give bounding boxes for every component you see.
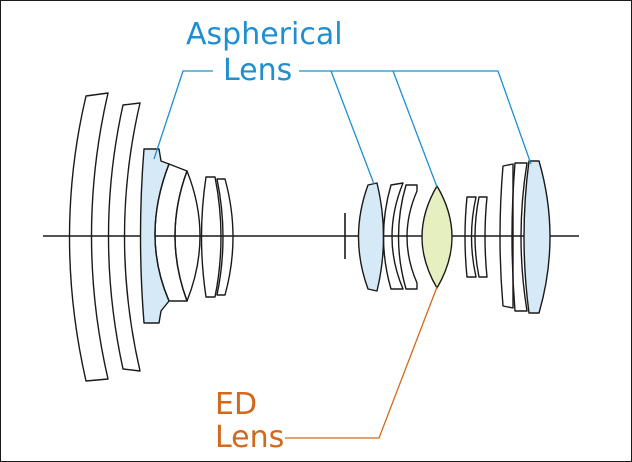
front-thin-element-2 (216, 178, 234, 296)
front-meniscus-element-1 (68, 92, 109, 382)
aspherical-label-line2: Lens (223, 53, 293, 88)
ed-leader (285, 286, 438, 439)
aspherical-leader-ed-position (392, 70, 438, 188)
rear-aspherical-element (523, 160, 551, 314)
ed-element (421, 185, 453, 289)
ed-label-line1: ED (215, 387, 258, 422)
aspherical-leader-middle (330, 70, 375, 185)
aspherical-leader-rear (299, 70, 532, 165)
middle-meniscus-element-2 (397, 184, 418, 290)
middle-aspherical-element (357, 182, 385, 292)
middle-meniscus-element-1 (382, 182, 404, 290)
rear-small-element-2 (474, 196, 488, 278)
front-thin-element-1 (200, 176, 222, 298)
rear-small-element-1 (464, 196, 477, 278)
front-biconvex-element (174, 170, 201, 302)
rear-element-2 (511, 162, 528, 312)
front-meniscus-element-2 (107, 102, 141, 372)
aspherical-label-line1: Aspherical (186, 17, 343, 52)
aspherical-leader-front (153, 70, 213, 160)
ed-label-line2: Lens (215, 420, 285, 455)
